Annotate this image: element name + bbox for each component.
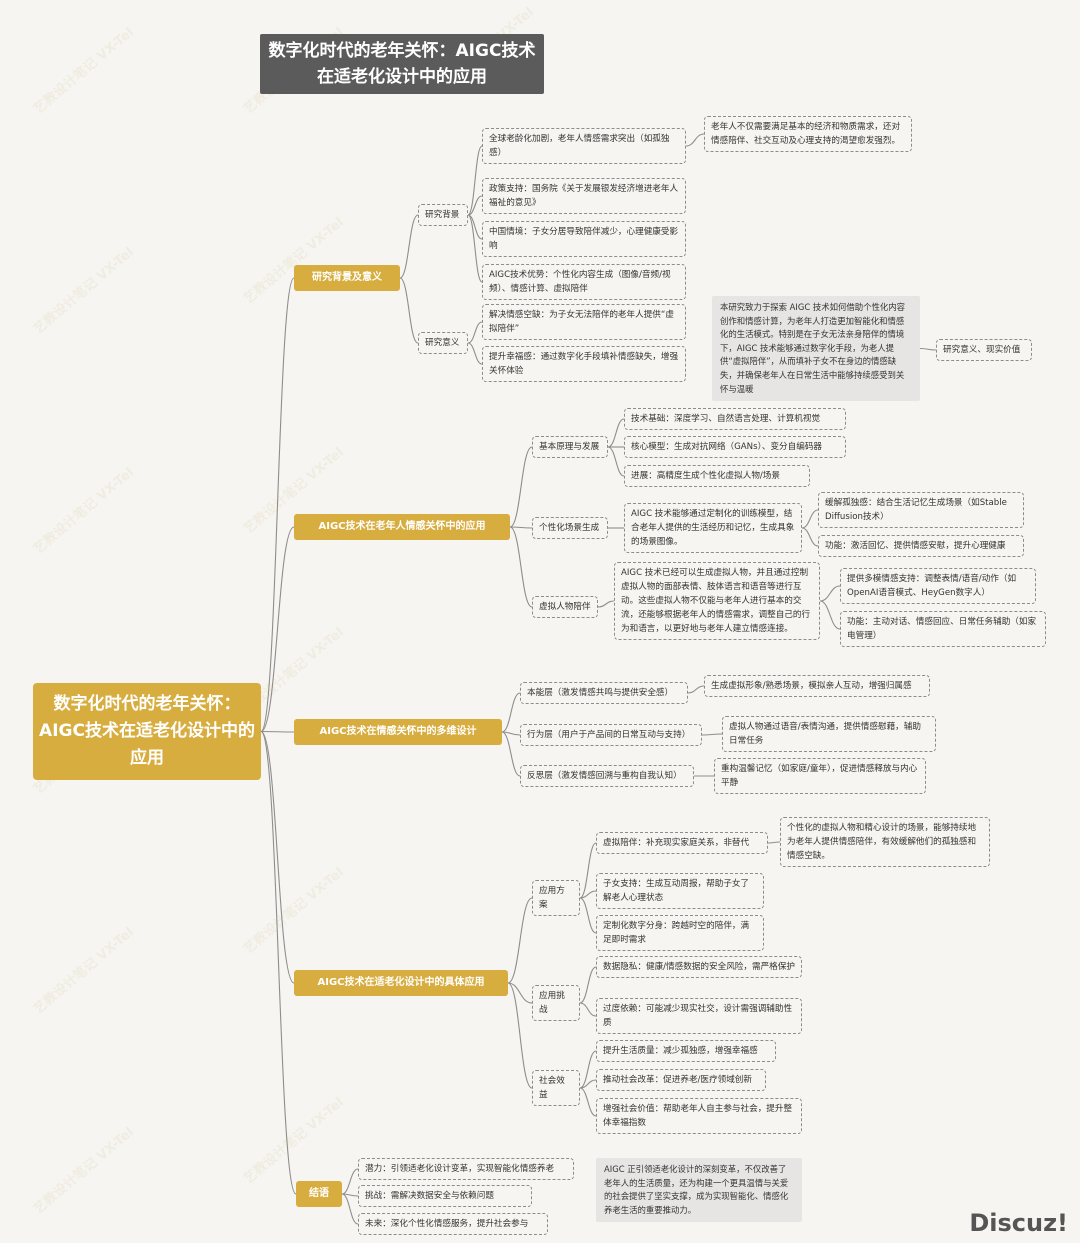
significance-tag: 研究意义、现实价值 (936, 339, 1032, 361)
connector-line (501, 731, 521, 777)
layer-visceral: 本能层（激发情感共鸣与提供安全感） (520, 682, 688, 704)
connector-line (341, 1193, 359, 1225)
bg-item-china: 中国情境：子女分居导致陪伴减少，心理健康受影响 (482, 221, 686, 257)
bg-item-aging: 全球老龄化加剧，老年人情感需求突出（如孤独感） (482, 128, 686, 164)
layer-behavioral-detail: 虚拟人物通过语音/表情沟通，提供情感慰藉，辅助日常任务 (722, 716, 936, 752)
connector-line (579, 897, 597, 934)
connector-line (579, 1002, 597, 1017)
connector-line (399, 277, 419, 344)
connector-line (579, 890, 597, 899)
connector-line (579, 842, 597, 899)
plan-detail: 个性化的虚拟人物和精心设计的场景，能够持续地为老年人提供情感陪伴，有效缓解他们的… (780, 817, 990, 867)
connector-line (260, 730, 295, 733)
branch-research-background: 研究背景及意义 (294, 265, 400, 291)
conclusion-item-future: 未来：深化个性化情感服务，提升社会参与 (358, 1213, 548, 1235)
connector-line (467, 214, 483, 283)
connector-line (509, 526, 533, 608)
connector-line (467, 195, 483, 216)
layer-reflective-detail: 重构温馨记忆（如家庭/童年），促进情感释放与内心平静 (714, 758, 926, 794)
connector-line (801, 527, 819, 547)
sig-item-fill-gap: 解决情感空缺：为子女无法陪伴的老年人提供“虚拟陪伴” (482, 304, 686, 340)
avatar-item-multimodal: 提供多模情感支持：调整表情/语音/动作（如OpenAI语音模式、HeyGen数字… (840, 568, 1036, 604)
discuz-brand-logo: Discuz! (969, 1209, 1068, 1237)
plan-item-children-support: 子女支持：生成互动周报，帮助子女了解老人心理状态 (596, 873, 764, 909)
connector-line (260, 526, 295, 733)
layer-visceral-detail: 生成虚拟形象/熟悉场景，模拟亲人互动，增强归属感 (704, 675, 930, 697)
connector-line (467, 321, 483, 344)
diagram-title: 数字化时代的老年关怀：AIGC技术在适老化设计中的应用 (260, 34, 544, 94)
connector-line (341, 1168, 359, 1195)
connector-line (507, 982, 533, 1004)
scene-desc: AIGC 技术能够通过定制化的训练模型，结合老年人提供的生活经历和记忆，生成具象… (624, 503, 802, 553)
node-basic-principles: 基本原理与发展 (532, 436, 608, 458)
node-research-significance: 研究意义 (418, 332, 468, 354)
connector-line (579, 966, 597, 1004)
social-item-reform: 推动社会改革：促进养老/医疗领域创新 (596, 1069, 766, 1091)
connector-line (260, 730, 295, 984)
avatar-desc: AIGC 技术已经可以生成虚拟人物，并且通过控制虚拟人物的面部表情、肢体语言和语… (614, 562, 820, 640)
basic-item-progress: 进展：高精度生成个性化虚拟人物/场景 (624, 465, 810, 487)
central-topic: 数字化时代的老年关怀：AIGC技术在适老化设计中的应用 (33, 683, 261, 780)
conclusion-item-potential: 潜力：引领适老化设计变革，实现智能化情感养老 (358, 1158, 574, 1180)
plan-item-digital-twin: 定制化数字分身：跨越时空的陪伴，满足即时需求 (596, 915, 764, 951)
node-application-challenge: 应用挑战 (532, 985, 580, 1021)
layer-behavioral: 行为层（用户于产品间的日常互动与支持） (520, 724, 702, 746)
challenge-item-privacy: 数据隐私：健康/情感数据的安全风险，需严格保护 (596, 956, 802, 978)
basic-item-model: 核心模型：生成对抗网络（GANs）、变分自编码器 (624, 436, 846, 458)
connector-line (507, 897, 533, 984)
bg-item-aigc: AIGC技术优势：个性化内容生成（图像/音频/视频）、情感计算、虚拟陪伴 (482, 264, 686, 300)
conclusion-note: AIGC 正引领适老化设计的深刻变革，不仅改善了老年人的生活质量，还为构建一个更… (596, 1158, 802, 1223)
connector-line (579, 1087, 597, 1117)
connector-line (501, 692, 521, 733)
social-item-value: 增强社会价值：帮助老年人自主参与社会，提升整体幸福指数 (596, 1098, 802, 1134)
connector-line (607, 418, 625, 448)
connector-line (507, 982, 533, 1089)
bg-item-policy: 政策支持：国务院《关于发展银发经济增进老年人福祉的意见》 (482, 178, 686, 214)
social-item-quality: 提升生活质量：减少孤独感，增强幸福感 (596, 1040, 776, 1062)
connector-line (767, 841, 781, 844)
avatar-item-function: 功能：主动对话、情感回应、日常任务辅助（如家电管理） (840, 611, 1046, 647)
connector-line (919, 347, 937, 351)
connector-line (260, 730, 297, 1195)
connector-line (685, 133, 705, 147)
plan-item-virtual-companion: 虚拟陪伴：补充现实家庭关系，非替代 (596, 832, 768, 854)
connector-line (260, 277, 295, 733)
challenge-item-dependence: 过度依赖：可能减少现实社交，设计需强调辅助性质 (596, 998, 802, 1034)
basic-item-tech: 技术基础：深度学习、自然语言处理、计算机视觉 (624, 408, 846, 430)
connector-line (501, 731, 521, 736)
branch-conclusion: 结语 (296, 1181, 342, 1207)
connector-line (597, 600, 615, 608)
conclusion-item-challenge: 挑战：需解决数据安全与依赖问题 (358, 1185, 532, 1207)
branch-emotional-care-application: AIGC技术在老年人情感关怀中的应用 (294, 514, 510, 540)
scene-item-function: 功能：激活回忆、提供情感安慰，提升心理健康 (818, 535, 1024, 557)
branch-multidimensional-design: AIGC技术在情感关怀中的多维设计 (294, 719, 502, 745)
branch-specific-applications: AIGC技术在适老化设计中的具体应用 (294, 970, 508, 996)
scene-item-loneliness: 缓解孤独感：结合生活记忆生成场景（如Stable Diffusion技术） (818, 492, 1024, 528)
bg-detail: 老年人不仅需要满足基本的经济和物质需求，还对情感陪伴、社交互动及心理支持的渴望愈… (704, 116, 912, 152)
sig-item-happiness: 提升幸福感：通过数字化手段填补情感缺失，增强关怀体验 (482, 346, 686, 382)
connector-line (509, 446, 533, 528)
connector-line (607, 446, 625, 477)
node-research-background: 研究背景 (418, 204, 468, 226)
connector-line (467, 145, 483, 216)
connector-line (819, 585, 841, 602)
connector-line (467, 342, 483, 365)
connector-line (579, 1079, 597, 1089)
layer-reflective: 反思层（激发情感回溯与重构自我认知） (520, 765, 694, 787)
node-social-benefit: 社会效益 (532, 1070, 580, 1106)
connector-line (399, 214, 419, 279)
connector-line (819, 600, 841, 630)
node-application-plan: 应用方案 (532, 880, 580, 916)
connector-line (687, 685, 705, 694)
connector-line (801, 509, 819, 529)
significance-note: 本研究致力于探索 AIGC 技术如何借助个性化内容创作和情感计算，为老年人打造更… (712, 296, 920, 402)
connector-line (701, 733, 723, 736)
node-virtual-companion: 虚拟人物陪伴 (532, 596, 598, 618)
node-scene-generation: 个性化场景生成 (532, 517, 608, 539)
connector-line (579, 1050, 597, 1089)
connector-line (509, 526, 533, 529)
